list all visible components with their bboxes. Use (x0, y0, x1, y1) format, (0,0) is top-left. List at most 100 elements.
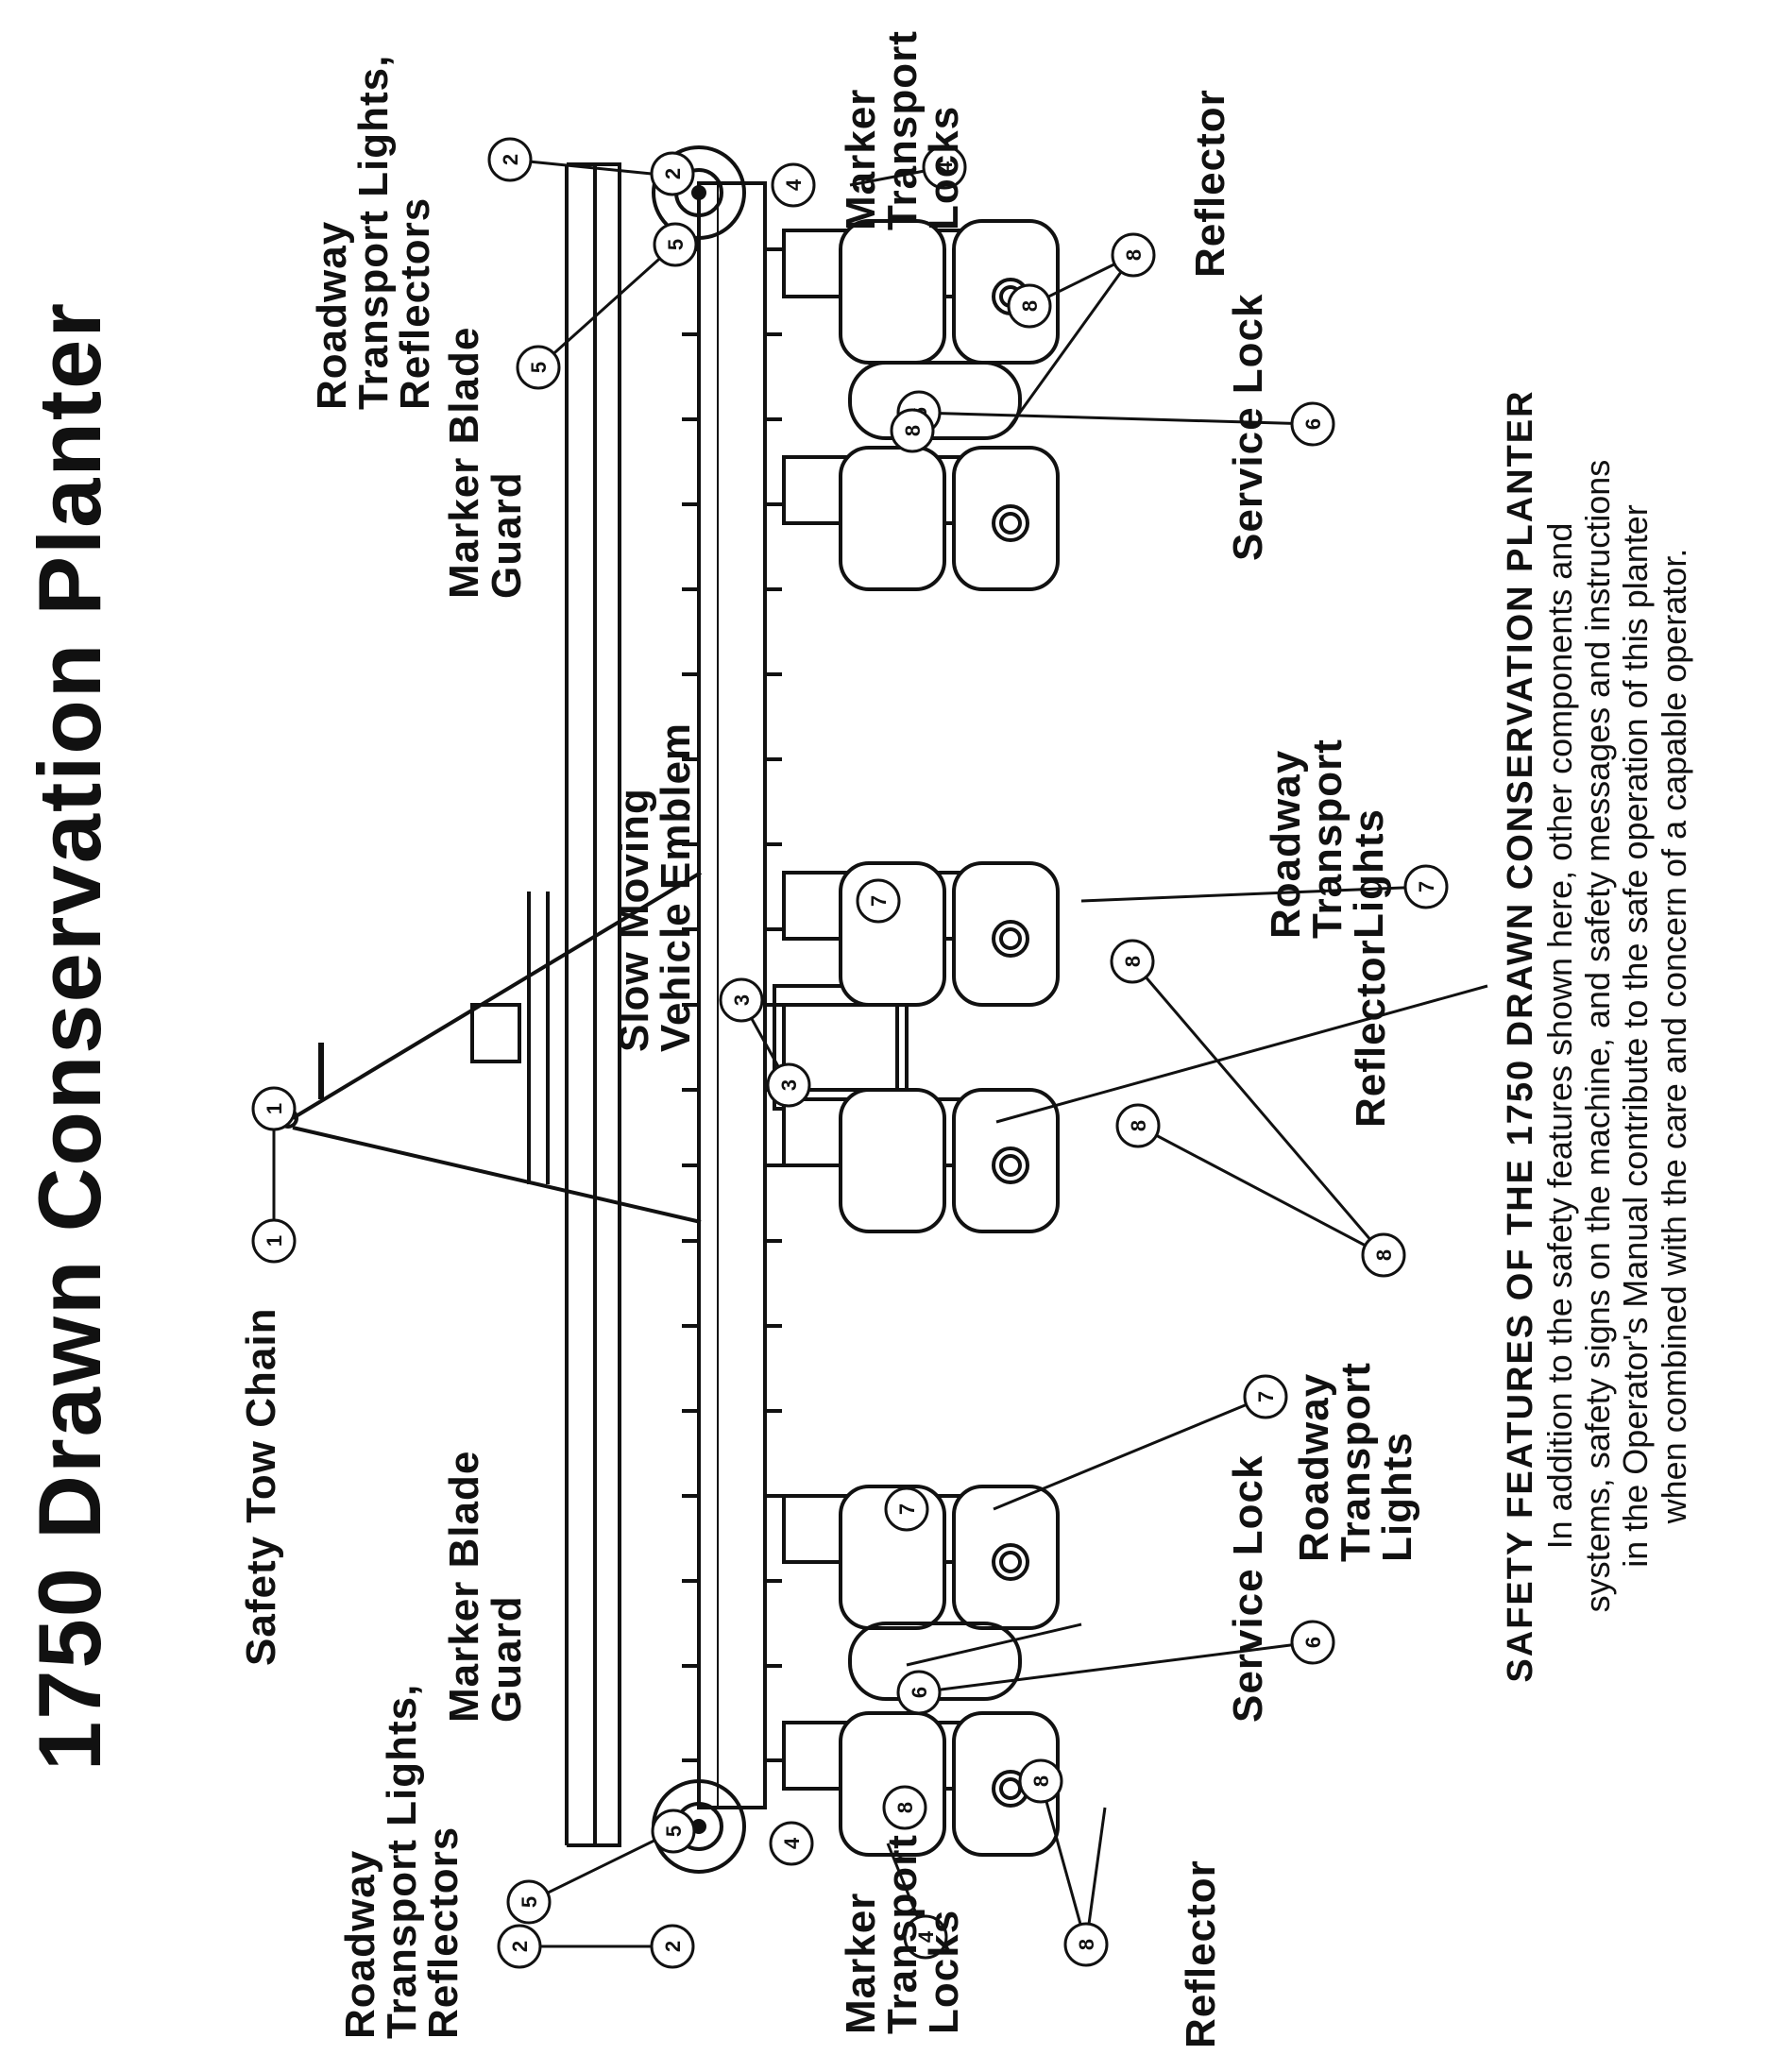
svg-text:2: 2 (508, 1941, 532, 1952)
svg-text:2: 2 (499, 154, 522, 165)
svg-text:2: 2 (661, 1941, 685, 1952)
label-safety-tow-chain: Safety Tow Chain (238, 1307, 284, 1666)
callout-4: 4 (769, 1821, 814, 1866)
callout-6: 6 (1290, 1620, 1335, 1665)
callout-6: 6 (896, 1670, 942, 1715)
label-service-lock-right: Service Lock (1225, 293, 1271, 562)
callout-7: 7 (884, 1486, 929, 1532)
label-roadway-lights-right: Roadway Transport Lights (1263, 739, 1392, 939)
svg-text:4: 4 (780, 1837, 804, 1849)
label-smv-emblem: Slow Moving Vehicle Emblem (611, 722, 699, 1052)
svg-text:8: 8 (1018, 300, 1042, 312)
hitch-tongue (278, 871, 703, 1224)
svg-text:8: 8 (901, 425, 925, 436)
callout-5: 5 (651, 1809, 696, 1854)
label-marker-blade-guard-left-2: Guard (484, 1595, 530, 1723)
row-unit (782, 219, 1060, 365)
caption-line: systems, safety signs on the machine, an… (1578, 459, 1618, 1613)
callout-5: 5 (516, 345, 561, 390)
svg-text:5: 5 (527, 362, 551, 373)
row-unit (782, 1088, 1060, 1233)
callouts: 1 1 2 2 2 2 3 3 4 4 4 4 5 5 5 5 6 6 6 6 … (251, 137, 1449, 1969)
label-reflector-far-left: Reflector (1178, 1860, 1224, 2048)
callout-8: 8 (882, 1785, 927, 1830)
row-units (782, 219, 1060, 1857)
svg-text:8: 8 (1075, 1939, 1098, 1950)
label-marker-transport-locks-right: Marker Transport Locks (838, 30, 967, 230)
svg-text:5: 5 (518, 1896, 541, 1908)
caption-line: In addition to the safety features shown… (1539, 522, 1579, 1550)
label-marker-blade-guard-right-2: Guard (484, 471, 530, 599)
callout-7: 7 (856, 878, 901, 924)
svg-text:7: 7 (1415, 881, 1438, 892)
callout-5: 5 (506, 1879, 552, 1925)
svg-text:4: 4 (914, 1930, 938, 1943)
svg-text:3: 3 (777, 1079, 801, 1091)
callout-8: 8 (1110, 939, 1155, 984)
caption-heading: SAFETY FEATURES OF THE 1750 DRAWN CONSER… (1501, 389, 1540, 1683)
callout-8: 8 (1063, 1922, 1109, 1967)
service-lock-support (848, 361, 1022, 440)
row-unit (782, 1711, 1060, 1857)
label-reflector-far-right: Reflector (1187, 89, 1233, 278)
svg-text:3: 3 (730, 994, 754, 1006)
callout-4: 4 (903, 1914, 948, 1960)
callout-7: 7 (1403, 864, 1449, 909)
label-roadway-lights-reflectors-left: Roadway Transport Lights, Reflectors (337, 1683, 467, 2039)
callout-5: 5 (653, 222, 698, 267)
row-unit (782, 861, 1060, 1007)
svg-text:1: 1 (263, 1235, 286, 1247)
callout-7: 7 (1243, 1374, 1288, 1419)
label-marker-transport-locks-left: Marker Transport Locks (838, 1834, 967, 2034)
caption-line: in the Operator's Manual contribute to t… (1616, 504, 1656, 1568)
svg-text:8: 8 (1121, 956, 1145, 967)
svg-text:8: 8 (1029, 1775, 1053, 1787)
svg-text:6: 6 (908, 1687, 931, 1698)
svg-text:5: 5 (662, 1826, 686, 1837)
callout-8: 8 (1018, 1758, 1063, 1804)
svg-text:5: 5 (664, 239, 688, 250)
callout-8: 8 (890, 408, 935, 453)
label-reflector-center: Reflector (1348, 939, 1394, 1128)
svg-text:6: 6 (1301, 418, 1325, 430)
callout-4: 4 (922, 144, 967, 190)
callout-2: 2 (650, 1924, 695, 1969)
callout-2: 2 (650, 151, 695, 196)
callout-6: 6 (1290, 401, 1335, 447)
callout-8: 8 (1111, 232, 1156, 278)
label-roadway-lights-left: Roadway Transport Lights (1291, 1362, 1420, 1562)
svg-text:8: 8 (1122, 249, 1146, 261)
svg-text:6: 6 (1301, 1637, 1325, 1648)
callout-8: 8 (1007, 283, 1052, 329)
svg-text:8: 8 (1127, 1120, 1150, 1131)
label-marker-blade-guard-right: Marker Blade (441, 326, 487, 599)
safety-caption: SAFETY FEATURES OF THE 1750 DRAWN CONSER… (1501, 0, 1693, 2072)
svg-text:1: 1 (263, 1103, 286, 1114)
svg-text:8: 8 (1372, 1249, 1396, 1261)
callout-2: 2 (497, 1924, 542, 1969)
label-marker-blade-guard-left: Marker Blade (441, 1450, 487, 1723)
callout-4: 4 (771, 162, 816, 208)
svg-text:8: 8 (893, 1802, 917, 1813)
leader-lines (272, 158, 1488, 1948)
callout-3: 3 (766, 1062, 811, 1108)
callout-8: 8 (1115, 1103, 1161, 1148)
callout-8: 8 (1361, 1232, 1406, 1278)
svg-text:7: 7 (895, 1503, 919, 1515)
callout-1: 1 (251, 1218, 297, 1264)
label-roadway-lights-reflectors-right: Roadway Transport Lights, Reflectors (309, 54, 438, 410)
svg-text:2: 2 (661, 168, 685, 179)
svg-text:7: 7 (1254, 1391, 1278, 1402)
callout-2: 2 (487, 137, 533, 182)
callout-3: 3 (719, 977, 764, 1023)
svg-text:4: 4 (782, 178, 806, 191)
caption-line: when combined with the care and concern … (1654, 548, 1693, 1524)
row-unit (782, 446, 1060, 591)
svg-text:4: 4 (933, 161, 957, 173)
callout-1: 1 (251, 1086, 297, 1131)
label-service-lock-left: Service Lock (1225, 1454, 1271, 1724)
svg-text:7: 7 (867, 895, 891, 907)
